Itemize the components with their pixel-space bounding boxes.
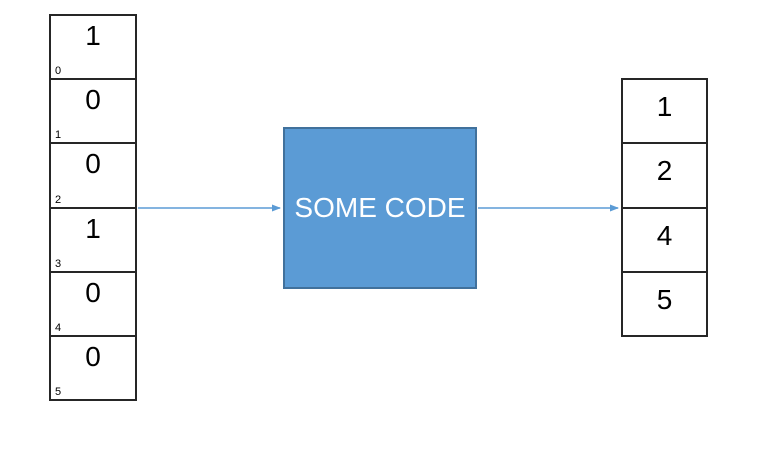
input-cell-0: 1 0	[51, 16, 135, 81]
output-cell-3: 5	[623, 273, 706, 335]
cell-value: 1	[85, 212, 101, 244]
cell-index-label: 3	[55, 257, 62, 270]
cell-value: 1	[656, 91, 673, 122]
cell-value: 5	[656, 283, 673, 315]
output-cell-1: 2	[623, 144, 706, 209]
cell-index-label: 4	[55, 321, 62, 334]
cell-value: 0	[85, 148, 101, 180]
cell-value: 1	[85, 20, 101, 51]
input-cell-4: 0 4	[51, 273, 135, 337]
cell-index-label: 2	[55, 193, 62, 206]
cell-value: 0	[85, 340, 101, 372]
cell-value: 0	[85, 276, 101, 308]
input-cell-2: 0 2	[51, 144, 135, 209]
cell-index-label: 1	[55, 129, 62, 142]
input-array: 1 0 0 1 0 2 1 3 0 4 0 5	[49, 14, 137, 401]
cell-index-label: 0	[55, 65, 62, 78]
cell-value: 4	[656, 219, 673, 251]
process-box-label: SOME CODE	[294, 192, 466, 223]
cell-value: 0	[85, 84, 101, 116]
cell-value: 2	[656, 155, 673, 187]
input-cell-5: 0 5	[51, 337, 135, 399]
input-cell-3: 1 3	[51, 209, 135, 273]
output-cell-2: 4	[623, 209, 706, 273]
output-array: 1 2 4 5	[621, 78, 708, 337]
input-cell-1: 0 1	[51, 80, 135, 145]
output-cell-0: 1	[623, 80, 706, 145]
process-box: SOME CODE	[283, 127, 477, 289]
cell-index-label: 5	[55, 386, 62, 399]
